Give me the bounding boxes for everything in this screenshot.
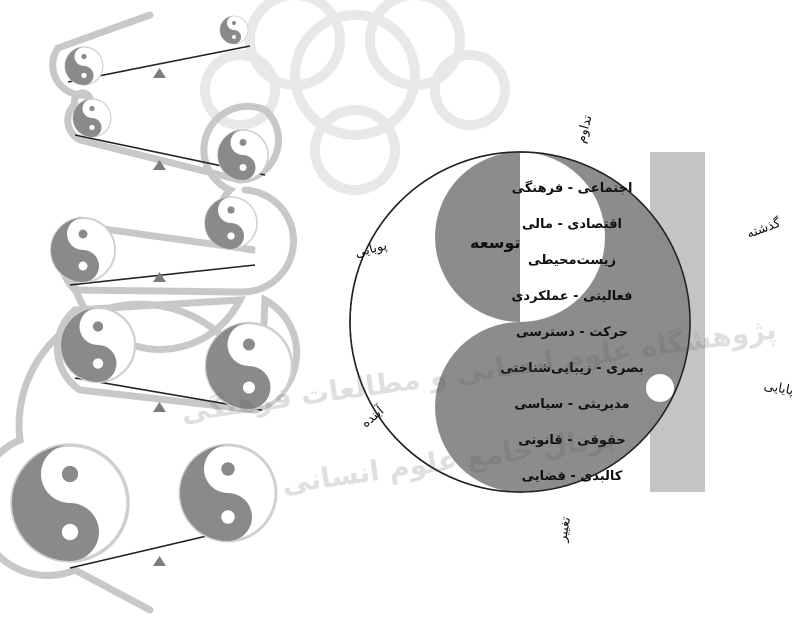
yin-yang-icon [73,99,111,137]
dimension-item: اقتصادی - مالی [522,217,622,232]
preservation-label: حفاظت [760,404,799,425]
arrow-top-label: تداوم [574,113,596,145]
right-band [650,152,705,492]
arrow-bottom-label: تغییر [555,515,574,543]
dimension-item: فعالیتی - عملکردی [512,289,633,304]
arrow-stable-right-label: پایایی [763,379,795,399]
yin-yang-icon [180,445,276,541]
arrow-right-label: گذشته [745,214,784,241]
yin-yang-icon [205,197,257,249]
yin-yang-icon [218,130,268,180]
dimension-item: کالبدی - فضایی [522,469,623,484]
yin-yang-icon [12,445,128,561]
yin-yang-icon [65,47,103,85]
fulcrum-triangles [153,68,166,566]
dimension-item: زیست‌محیطی [528,253,616,268]
yin-yang-icon [220,16,248,44]
preservation-dot [646,374,674,402]
dimension-item: مدیریتی - سیاسی [514,397,629,412]
yin-yang-icon [51,218,115,282]
dimension-item: اجتماعی - فرهنگی [512,180,633,196]
yin-yang-icon [61,308,135,382]
development-label: توسعه [470,233,521,252]
development-dot [476,250,504,278]
